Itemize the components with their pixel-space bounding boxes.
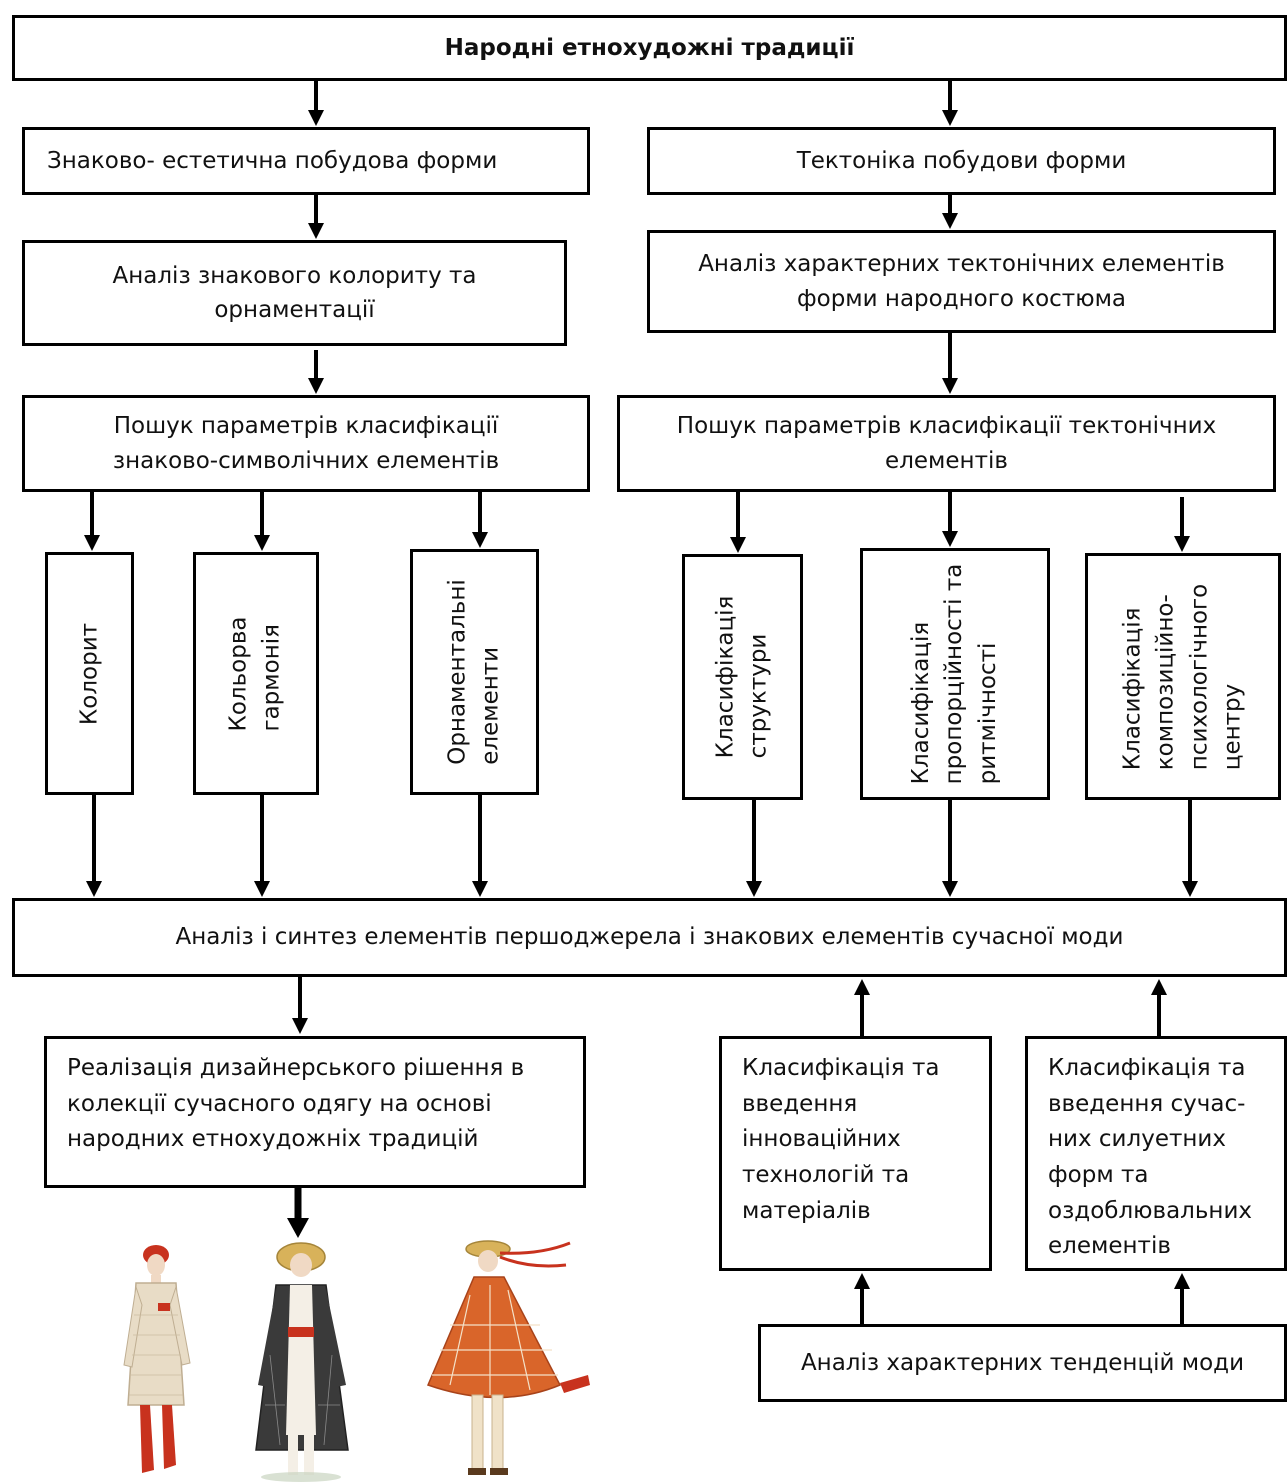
innovation-line-3: інноваційних <box>742 1126 901 1153</box>
tectonic-search-line-1: Пошук параметрів класифікації тектонічни… <box>676 413 1217 439</box>
sign-aesthetic-form-box: Знаково- естетична побудова форми <box>22 127 590 195</box>
tectonic-analysis-line-2: форми народного костюма <box>796 285 1127 312</box>
silhouette-line-4: форм та <box>1048 1161 1149 1188</box>
arrow-structure-to-synthesis <box>746 800 762 897</box>
arrow-colorit-to-synthesis <box>86 795 102 897</box>
silhouette-line-1: Класифікація та <box>1048 1055 1246 1081</box>
tectonic-analysis-box: Аналіз характерних тектонічних елементів… <box>647 230 1276 333</box>
arrow-to-proportion <box>942 492 958 547</box>
synthesis-box: Аналіз і синтез елементів першоджерела і… <box>12 898 1287 977</box>
arrow-ornament-to-synthesis <box>472 795 488 897</box>
color-analysis-line-2: орнаментації <box>214 297 375 323</box>
innovation-line-1: Класифікація та <box>742 1055 940 1081</box>
silhouette-line-2: введення сучас- <box>1048 1090 1246 1117</box>
colorit-box: Колорит <box>45 552 134 795</box>
realization-line-2: колекції сучасного одягу на основі <box>67 1090 492 1117</box>
figure-2 <box>255 1242 349 1482</box>
arrow-harmony-to-synthesis <box>254 795 270 897</box>
silhouette-line-3: них силуетних <box>1048 1126 1226 1153</box>
realization-line-3: народних етнохудожніх традицій <box>67 1126 479 1153</box>
arrow-to-colorit <box>84 492 100 551</box>
arrow-proportion-to-synthesis <box>942 800 958 897</box>
silhouette-line-5: оздоблювальних <box>1048 1197 1253 1224</box>
arrow-to-structure <box>730 492 746 553</box>
arrow-right-form-to-analysis <box>942 195 958 229</box>
sign-search-line-1: Пошук параметрів класифікації <box>113 413 499 439</box>
realization-line-1: Реалізація дизайнерського рішення в <box>67 1055 525 1081</box>
arrow-trends-to-silhouette <box>1174 1273 1190 1324</box>
tectonic-analysis-line-1: Аналіз характерних тектонічних елементів <box>698 251 1225 277</box>
tectonic-search-box: Пошук параметрів класифікації тектонічни… <box>617 395 1276 492</box>
sign-search-line-2: знаково-символічних елементів <box>112 447 500 474</box>
arrow-right-analysis-to-search <box>942 333 958 394</box>
tectonic-form-box: Тектоніка побудови форми <box>647 127 1276 195</box>
arrow-left-analysis-to-search <box>308 350 324 394</box>
arrow-innovation-to-synthesis <box>854 979 870 1036</box>
silhouette-box: Класифікація та введення сучас- них силу… <box>1025 1036 1287 1271</box>
figure-1 <box>123 1245 191 1473</box>
arrow-realization-to-figures <box>287 1188 309 1238</box>
arrow-title-to-left <box>308 81 324 126</box>
arrow-trends-to-innovation <box>854 1273 870 1324</box>
arrow-synthesis-to-realization <box>292 977 308 1034</box>
arrow-to-composition <box>1174 497 1190 552</box>
figure-3 <box>426 1240 590 1475</box>
arrow-title-to-right <box>942 81 958 126</box>
trends-box: Аналіз характерних тенденцій моди <box>758 1324 1287 1402</box>
innovation-box: Класифікація та введення інноваційних те… <box>719 1036 992 1271</box>
realization-box: Реалізація дизайнерського рішення в коле… <box>44 1036 586 1188</box>
color-analysis-line-1: Аналіз знакового колориту та <box>112 262 477 289</box>
fashion-sketch-illustration-icon <box>120 1235 600 1482</box>
innovation-line-4: технологій та <box>742 1161 910 1188</box>
arrow-composition-to-synthesis <box>1182 800 1198 897</box>
silhouette-line-6: елементів <box>1048 1233 1171 1260</box>
arrow-silhouette-to-synthesis <box>1151 979 1167 1036</box>
color-analysis-box: Аналіз знакового колориту та орнаментаці… <box>22 240 567 346</box>
innovation-line-2: введення <box>742 1090 858 1117</box>
title-box: Народні етнохудожні традиції <box>12 15 1287 81</box>
innovation-line-5: матеріалів <box>742 1197 871 1224</box>
sign-search-box: Пошук параметрів класифікації знаково-си… <box>22 395 590 492</box>
arrow-to-ornament <box>472 492 488 548</box>
tectonic-search-line-2: елементів <box>885 447 1008 474</box>
arrow-to-harmony <box>254 492 270 551</box>
arrow-left-form-to-analysis <box>308 195 324 239</box>
